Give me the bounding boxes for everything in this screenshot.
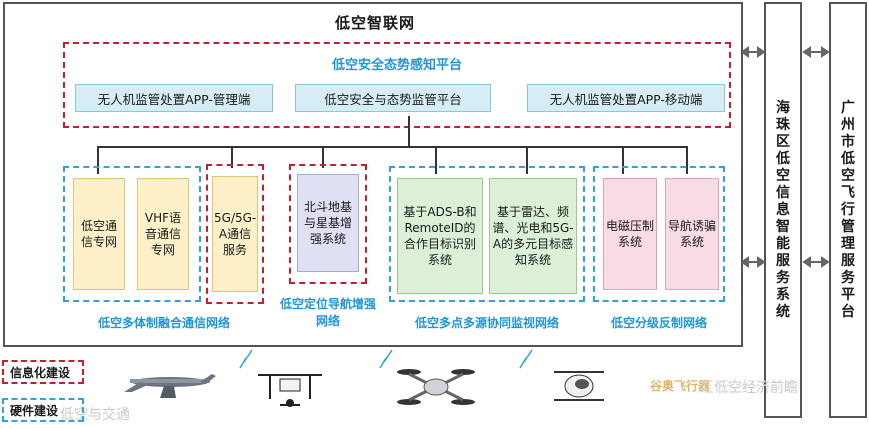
fixed-wing-drone-icon (124, 374, 216, 398)
vhf-voice-network-box: VHF语音通信专网 (137, 178, 189, 290)
watermark-corner: 低空与交通 (60, 407, 130, 423)
legend-hardware-construction: 硬件建设 (2, 398, 84, 422)
watermark-account: 汇低空经济前瞻 (700, 380, 798, 396)
admin-app-box: 无人机监管处置APP-管理端 (75, 84, 273, 112)
connector-surveil-b (526, 146, 528, 174)
haizhu-service-label: 海珠区低空信息智能服务系统 (776, 99, 790, 320)
connector-counter-a (622, 146, 624, 174)
guangzhou-platform-label: 广州市低空飞行管理服务平台 (841, 99, 855, 320)
signal-ticks (239, 349, 533, 369)
comm-network-label: 低空多体制融合通信网络 (97, 316, 230, 330)
mobile-app-box: 无人机监管处置APP-移动端 (527, 84, 725, 112)
signal-icon (519, 349, 533, 369)
connector-surveil-a (435, 146, 437, 174)
connector-beidou (322, 146, 324, 168)
nav-spoofing-box: 导航诱骗系统 (665, 178, 719, 290)
legend-hardware-label: 硬件建设 (10, 403, 59, 418)
platform-connector (408, 116, 410, 147)
signal-icon (379, 349, 393, 369)
network-bus-line (97, 146, 686, 148)
multi-sensor-box: 基于雷达、频谱、光电和5G-A的多元目标感知系统 (489, 178, 577, 294)
legend-info-label: 信息化建设 (10, 365, 71, 380)
beidou-network-label: 低空定位导航增强网络 (279, 297, 376, 328)
consumer-drone-icon (397, 369, 475, 405)
passenger-evtol-icon (554, 371, 604, 401)
legend-info-construction: 信息化建设 (2, 360, 84, 384)
comm-network-group: 低空通信专网 VHF语音通信专网 (63, 166, 201, 302)
haizhu-service-system: 海珠区低空信息智能服务系统 (764, 2, 802, 418)
quadcopter-icon (258, 374, 322, 407)
supervision-platform-box: 低空安全与态势监管平台 (295, 84, 491, 112)
5g-service-group: 5G/5G-A通信服务 (206, 164, 264, 304)
surveillance-network-label: 低空多点多源协同监视网络 (414, 316, 559, 330)
guangzhou-flight-platform: 广州市低空飞行管理服务平台 (829, 2, 867, 418)
connector-comm (97, 146, 99, 174)
surveillance-group: 基于ADS-B和RemoteID的合作目标识别系统 基于雷达、频谱、光电和5G-… (389, 166, 585, 302)
ads-b-remoteid-box: 基于ADS-B和RemoteID的合作目标识别系统 (397, 178, 483, 294)
signal-icon (239, 349, 253, 369)
beidou-augmentation-box: 北斗地基与星基增强系统 (297, 174, 359, 272)
counter-group: 电磁压制系统 导航诱骗系统 (593, 166, 725, 302)
diagram-title: 低空智联网 (334, 14, 415, 32)
connector-counter-b (686, 146, 688, 174)
low-altitude-network-frame: 低空智联网 低空安全态势感知平台 无人机监管处置APP-管理端 低空安全与态势监… (3, 2, 743, 347)
watermark-brand: 谷奥飞行器 (650, 379, 711, 393)
counter-network-label: 低空分级反制网络 (610, 316, 707, 330)
comm-private-network-box: 低空通信专网 (73, 178, 125, 290)
beidou-group: 北斗地基与星基增强系统 (289, 164, 367, 284)
interface-arrows (742, 46, 830, 268)
connector-5g (231, 146, 233, 168)
platform-label: 低空安全态势感知平台 (331, 58, 462, 73)
platform-group: 低空安全态势感知平台 无人机监管处置APP-管理端 低空安全与态势监管平台 无人… (63, 42, 731, 128)
em-suppression-box: 电磁压制系统 (603, 178, 657, 290)
5g-service-box: 5G/5G-A通信服务 (212, 176, 258, 292)
